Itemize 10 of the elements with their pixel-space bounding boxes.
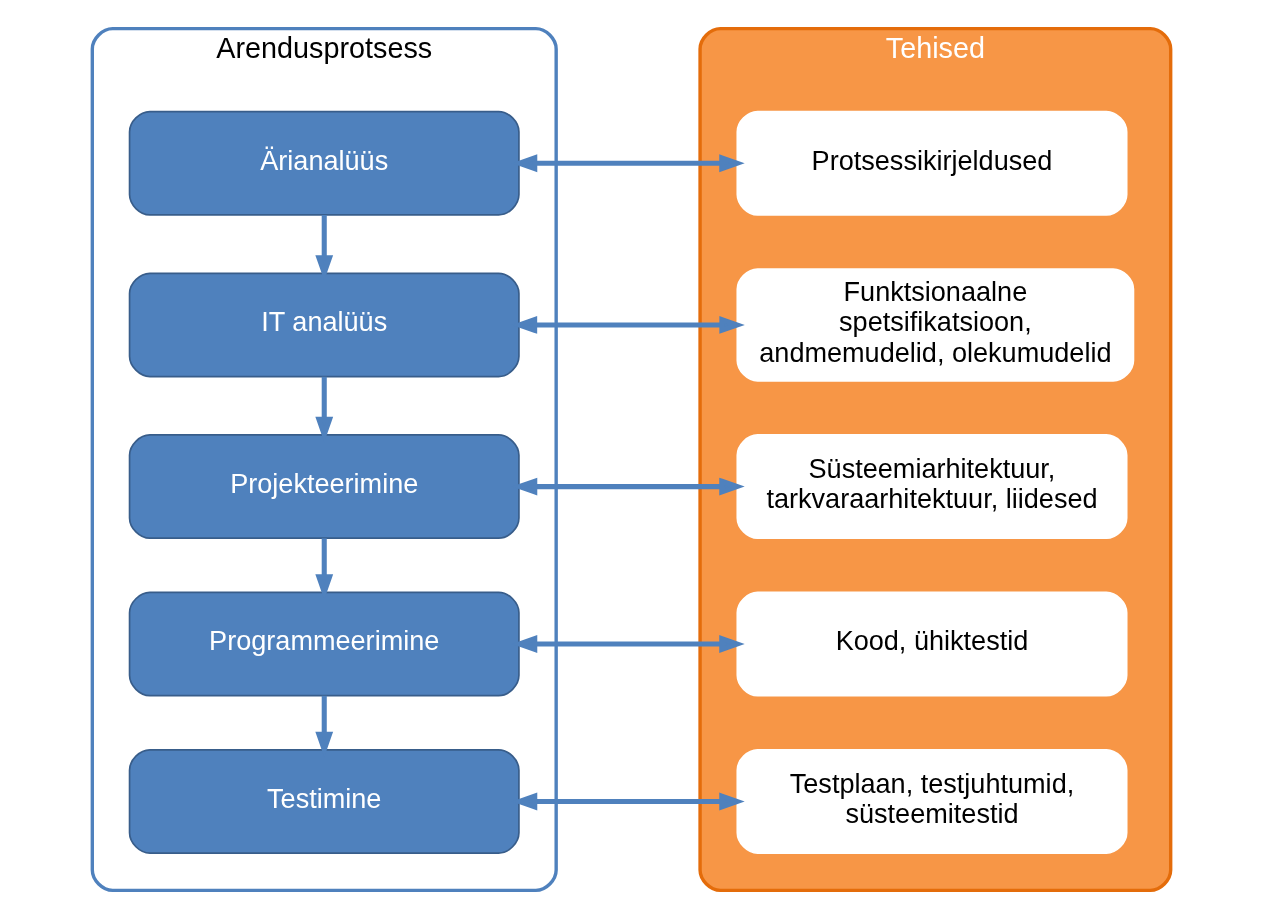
node-box: Projekteerimine — [128, 434, 520, 540]
node-box: Protsessikirjeldused — [736, 110, 1128, 216]
node-box: IT analüüs — [128, 272, 520, 378]
node-box: Programmeerimine — [128, 591, 520, 697]
node-box: Ärianalüüs — [128, 110, 520, 216]
node-box: Süsteemiarhitektuur, tarkvaraarhitektuur, liidesed — [736, 434, 1128, 540]
node-box: Testplaan, testjuhtumid, süsteemitestid — [736, 749, 1128, 854]
node-box: Kood, ühiktestid — [736, 591, 1128, 697]
node-box: Testimine — [128, 749, 520, 854]
node-box: Funktsionaalne spetsifikatsioon, andmemudelid, olekumudelid — [736, 268, 1135, 382]
